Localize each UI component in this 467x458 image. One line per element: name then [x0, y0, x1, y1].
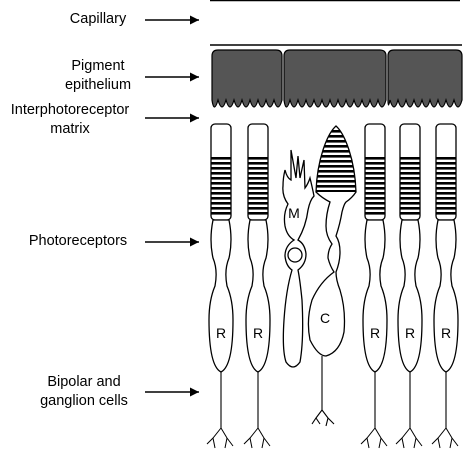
rod-disc-stripe — [365, 187, 385, 190]
rod-cell: R — [360, 123, 388, 449]
rod-disc-stripe — [365, 182, 385, 185]
rod-cell-body — [245, 219, 271, 373]
rod-disc-stripe — [365, 177, 385, 180]
rod-disc-stripe — [400, 202, 420, 205]
rod-disc-stripe — [436, 192, 456, 195]
rod-disc-stripe — [400, 207, 420, 210]
rod-disc-stripe — [436, 187, 456, 190]
rod-cell-body — [208, 219, 234, 373]
muller-letter: M — [288, 205, 300, 221]
rod-disc-stripe — [248, 192, 268, 195]
rod-disc-stripe — [211, 197, 231, 200]
rod-letter: R — [370, 325, 380, 341]
rod-disc-stripe — [400, 162, 420, 165]
rod-cell-body — [433, 219, 459, 373]
rod-disc-stripe — [365, 157, 385, 160]
muller-nucleus — [287, 247, 303, 263]
rod-dendrites — [206, 427, 234, 449]
rod-disc-stripe — [211, 192, 231, 195]
rod-disc-stripe — [436, 197, 456, 200]
rod-disc-stripe — [365, 202, 385, 205]
rod-disc-stripe — [248, 182, 268, 185]
rod-disc-stripe — [436, 177, 456, 180]
rod-disc-stripe — [248, 197, 268, 200]
rod-disc-stripe — [400, 172, 420, 175]
rod-disc-stripe — [436, 202, 456, 205]
rod-disc-stripe — [248, 202, 268, 205]
rod-letter: R — [216, 325, 226, 341]
rod-letter: R — [441, 325, 451, 341]
rod-disc-stripe — [248, 167, 268, 170]
rod-disc-stripe — [436, 207, 456, 210]
cone-cell: C — [307, 125, 357, 357]
rod-disc-stripe — [248, 172, 268, 175]
rod-disc-stripe — [365, 162, 385, 165]
rod-disc-stripe — [211, 207, 231, 210]
rod-disc-stripe — [400, 197, 420, 200]
label-interphotoreceptor-matrix-line1: Interphotoreceptor — [10, 102, 130, 118]
rod-disc-stripe — [211, 202, 231, 205]
label-photoreceptors: Photoreceptors — [28, 233, 128, 249]
pigment-cell — [387, 49, 463, 108]
rod-disc-stripe — [248, 157, 268, 160]
pigment-cell — [211, 49, 283, 108]
rod-disc-stripe — [211, 172, 231, 175]
rod-cell-body — [362, 219, 388, 373]
rod-dendrites — [431, 427, 459, 449]
rod-cell: R — [431, 123, 459, 449]
rod-cell: R — [243, 123, 271, 449]
rod-cell-body — [397, 219, 423, 373]
pigment-cell — [283, 49, 387, 108]
rod-disc-stripe — [400, 167, 420, 170]
rod-disc-stripe — [211, 182, 231, 185]
rod-disc-stripe — [365, 172, 385, 175]
label-capillary: Capillary — [69, 11, 127, 27]
rod-disc-stripe — [365, 207, 385, 210]
rod-disc-stripe — [400, 157, 420, 160]
rod-disc-stripe — [248, 187, 268, 190]
label-bipolar-line1: Bipolar and — [47, 374, 121, 390]
rod-disc-stripe — [436, 212, 456, 215]
rod-disc-stripe — [400, 187, 420, 190]
rod-disc-stripe — [211, 177, 231, 180]
rod-disc-stripe — [400, 192, 420, 195]
rod-cell: R — [206, 123, 234, 449]
rod-disc-stripe — [436, 157, 456, 160]
rod-disc-stripe — [211, 162, 231, 165]
label-pigment-epithelium-line1: Pigment — [71, 58, 125, 74]
rod-disc-stripe — [248, 212, 268, 215]
rod-disc-stripe — [211, 157, 231, 160]
rod-disc-stripe — [365, 212, 385, 215]
rod-disc-stripe — [400, 212, 420, 215]
label-interphotoreceptor-matrix-line2: matrix — [50, 121, 90, 137]
rod-disc-stripe — [211, 167, 231, 170]
rod-disc-stripe — [400, 177, 420, 180]
rod-disc-stripe — [248, 207, 268, 210]
rod-disc-stripe — [248, 162, 268, 165]
cone-synapse — [311, 356, 335, 427]
rod-dendrites — [243, 427, 271, 449]
rod-disc-stripe — [248, 177, 268, 180]
rod-cell: R — [395, 123, 423, 449]
rod-disc-stripe — [436, 162, 456, 165]
rod-disc-stripe — [436, 172, 456, 175]
rod-disc-stripe — [365, 197, 385, 200]
rod-disc-stripe — [436, 167, 456, 170]
rod-disc-stripe — [211, 187, 231, 190]
muller-cell: M — [282, 149, 315, 368]
rod-disc-stripe — [365, 167, 385, 170]
rod-disc-stripe — [365, 192, 385, 195]
rod-disc-stripe — [436, 182, 456, 185]
rod-dendrites — [360, 427, 388, 449]
rod-letter: R — [405, 325, 415, 341]
rod-disc-stripe — [211, 212, 231, 215]
label-bipolar-line2: ganglion cells — [40, 393, 128, 409]
rod-letter: R — [253, 325, 263, 341]
rod-disc-stripe — [400, 182, 420, 185]
label-pigment-epithelium-line2: epithelium — [64, 77, 132, 93]
cone-letter: C — [320, 310, 330, 326]
rod-dendrites — [395, 427, 423, 449]
